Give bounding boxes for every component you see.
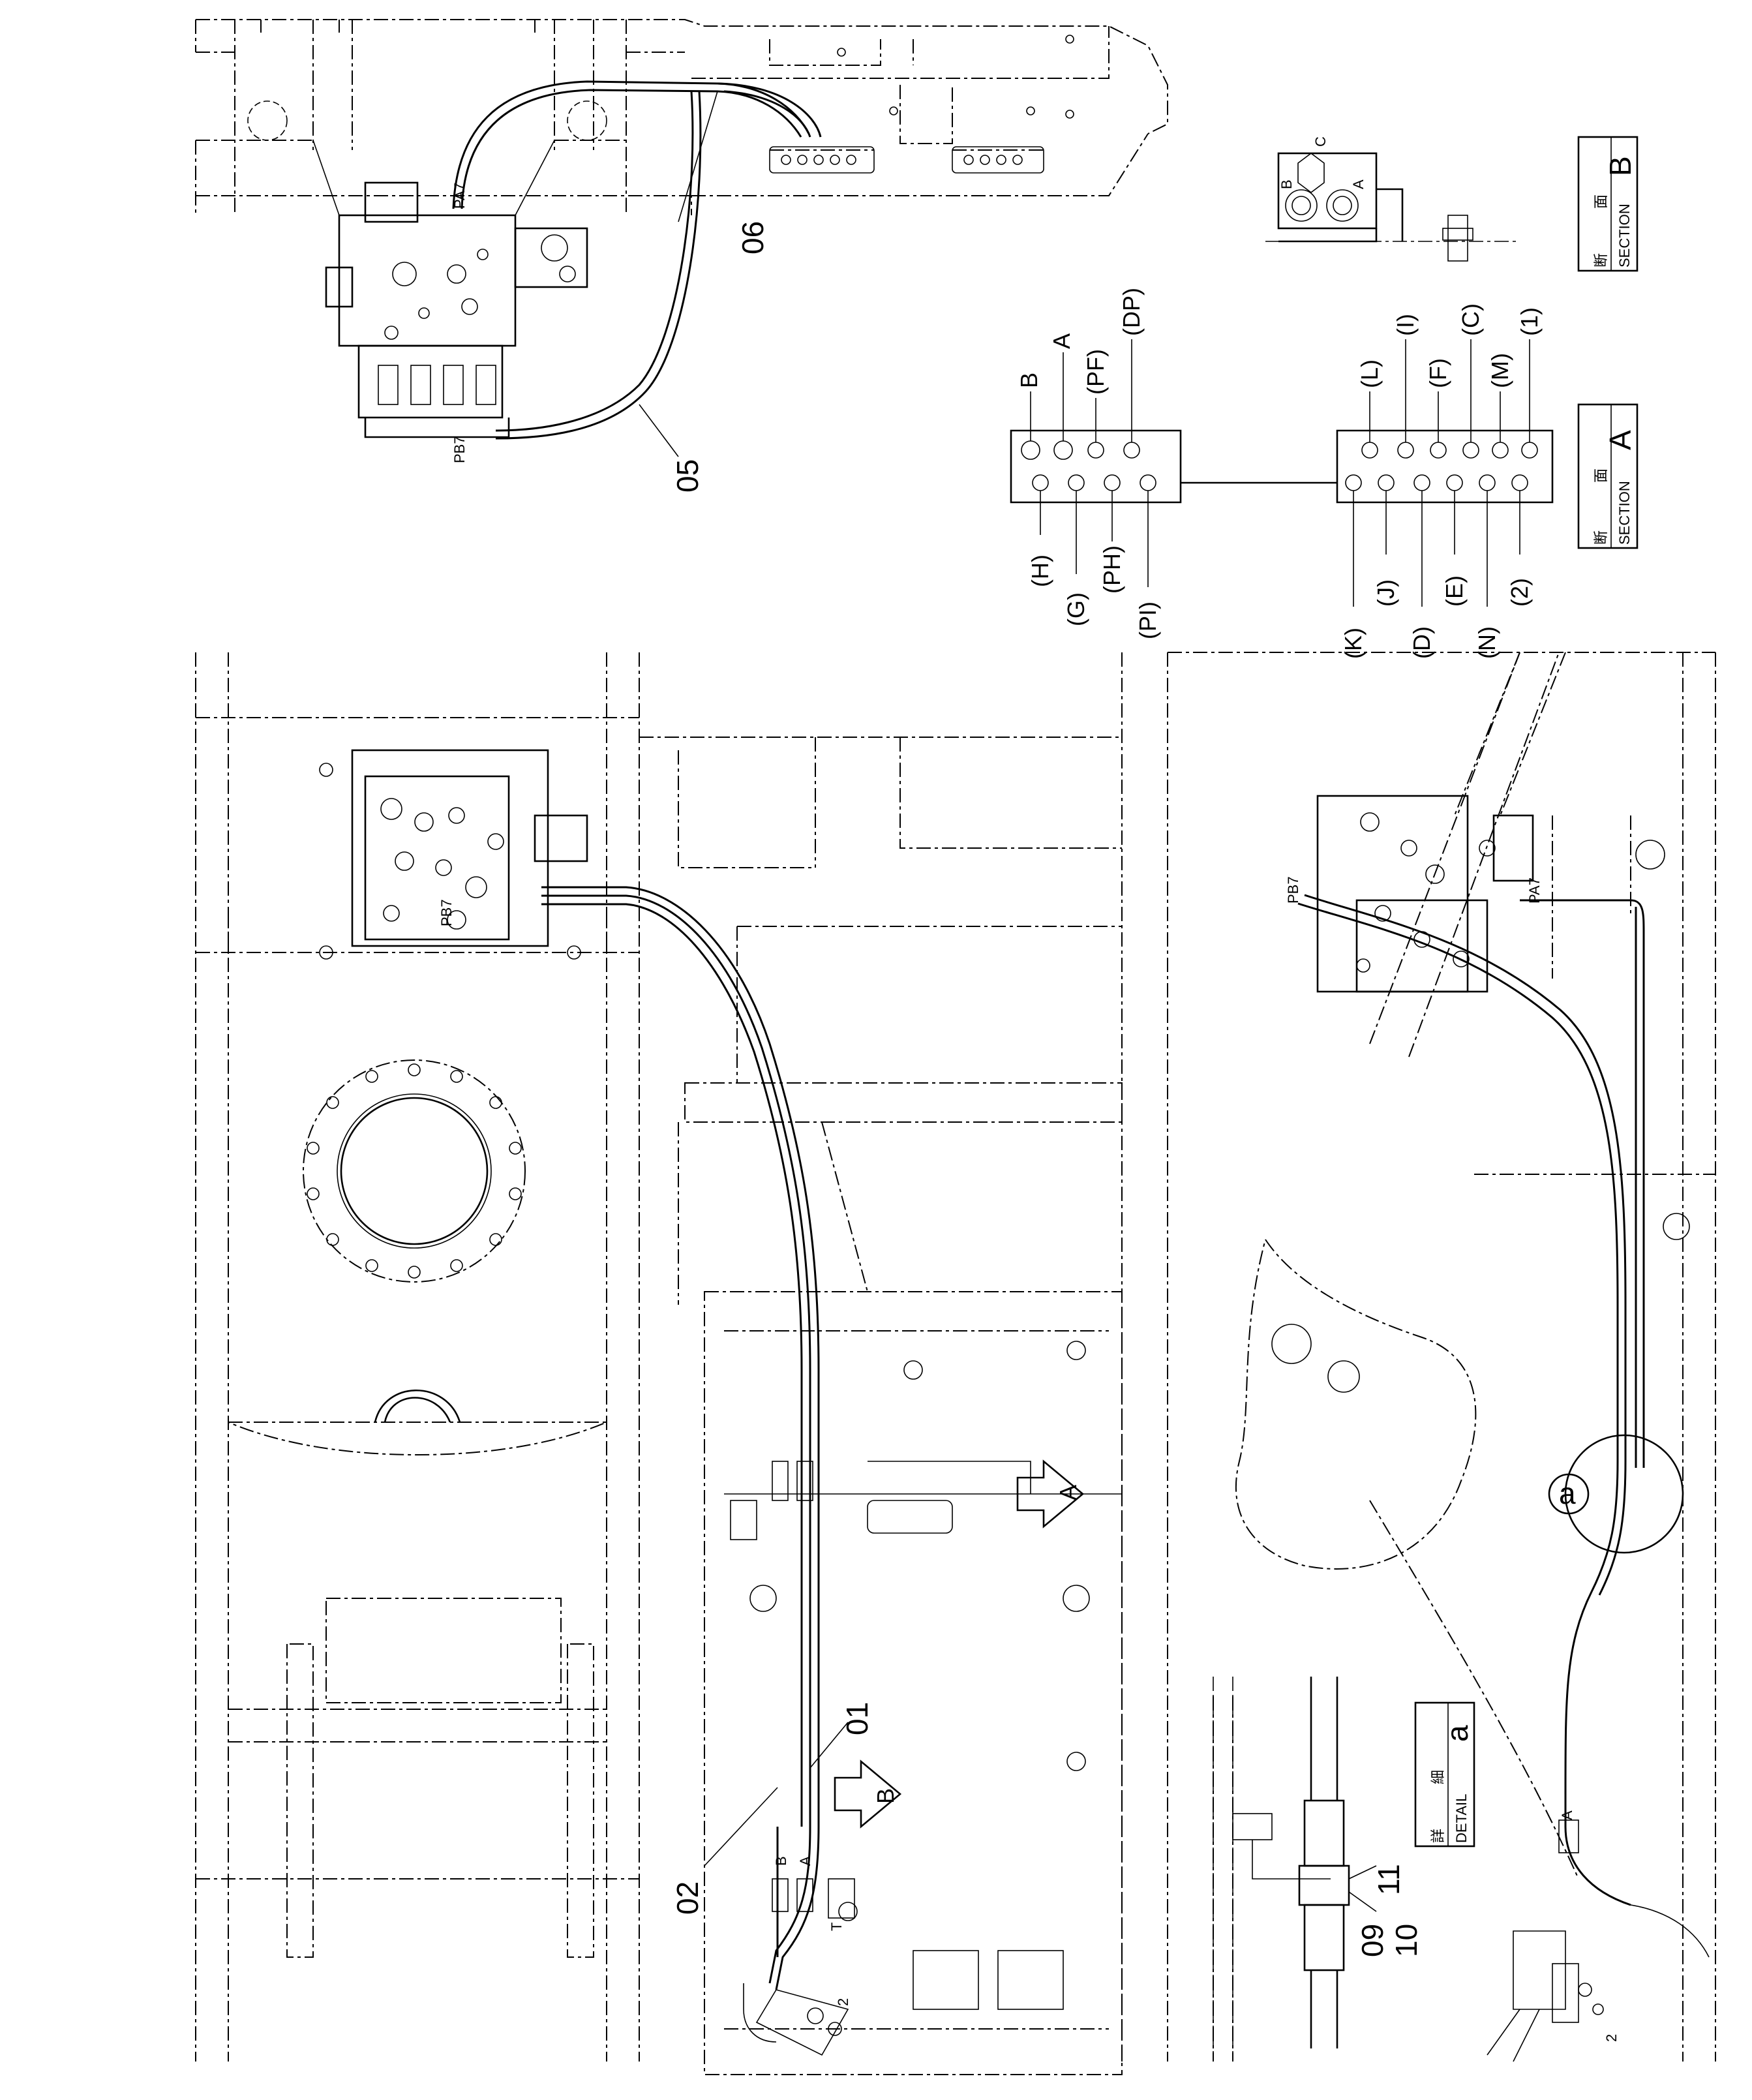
detail-a-title-box [1414, 1701, 1475, 1848]
section-a-port-i: (I) [1392, 314, 1419, 336]
section-a-port-a: A [1048, 333, 1075, 349]
plan-port-t: T [828, 1923, 845, 1931]
part-number-01: 01 [840, 1702, 874, 1735]
section-a-port-h: (H) [1027, 555, 1053, 587]
section-b-view: C B A 断 面 SECTION B [1265, 136, 1639, 272]
part-number-09: 09 [1355, 1924, 1389, 1957]
section-a-port-l: (L) [1356, 359, 1383, 388]
side-port-pa7: PA7 [1526, 877, 1543, 904]
section-b-kanji-2: 面 [1593, 194, 1609, 209]
section-b-port-b: B [1278, 179, 1295, 189]
section-a-port-d: (D) [1408, 626, 1435, 659]
plan-port-2: 2 [835, 1998, 851, 2006]
section-a-port-pi: (PI) [1134, 601, 1161, 639]
view-marker-a: A [1055, 1485, 1081, 1500]
section-a-port-f: (F) [1425, 358, 1451, 388]
side-port-a: A [1559, 1810, 1575, 1820]
section-b-letter: B [1603, 156, 1637, 176]
section-a-port-k: (K) [1340, 628, 1367, 659]
part-number-10: 10 [1389, 1924, 1423, 1957]
side-port-pb7: PB7 [1285, 876, 1301, 904]
main-plan-view: A B PB7 B A T 2 01 02 [195, 652, 1168, 2075]
part-number-11: 11 [1372, 1864, 1406, 1895]
section-a-kanji-2: 面 [1593, 468, 1609, 483]
section-a-word: SECTION [1616, 481, 1633, 545]
section-a-view: B A (PF) (DP) (H) (G) (PH) (PI) (L) (I) … [1010, 288, 1639, 659]
section-a-port-1: (1) [1516, 307, 1543, 336]
section-a-port-b: B [1016, 373, 1042, 388]
section-b-kanji-1: 断 [1593, 253, 1609, 267]
plan-port-a: A [797, 1856, 813, 1866]
section-a-port-c: (C) [1457, 303, 1484, 336]
section-a-port-e: (E) [1441, 575, 1468, 607]
detail-a-callout-letter: a [1559, 1476, 1576, 1510]
view-marker-b-arrow [834, 1759, 902, 1829]
section-a-port-dp: (DP) [1118, 288, 1145, 336]
plan-port-b: B [773, 1856, 789, 1866]
detail-a-letter: a [1440, 1725, 1474, 1742]
top-left-view: PA7 PB7 06 05 [195, 19, 1168, 493]
section-a-title-box [1577, 403, 1639, 549]
section-a-port-j: (J) [1372, 579, 1399, 607]
detail-a-callout [1548, 1473, 1590, 1515]
view-marker-a-arrow [1016, 1459, 1085, 1529]
view-marker-b: B [872, 1788, 899, 1804]
part-number-05: 05 [671, 459, 704, 493]
section-b-port-c: C [1312, 136, 1329, 147]
part-number-02: 02 [671, 1881, 704, 1915]
section-a-port-m: (M) [1487, 353, 1513, 388]
detail-a-word: DETAIL [1453, 1794, 1470, 1843]
detail-a-view: 詳 細 DETAIL a 11 09 10 [1213, 1677, 1475, 2062]
port-label-pb7: PB7 [451, 436, 468, 463]
section-a-port-pf: (PF) [1082, 349, 1109, 395]
section-b-title-box [1577, 136, 1639, 272]
detail-a-kanji-1: 詳 [1430, 1829, 1446, 1843]
section-a-port-2: (2) [1506, 578, 1533, 607]
part-number-06: 06 [736, 221, 770, 254]
section-b-port-a: A [1350, 179, 1367, 189]
detail-a-circle [1564, 1434, 1684, 1554]
section-a-port-n: (N) [1473, 626, 1500, 659]
port-label-pa7: PA7 [451, 183, 468, 209]
section-a-letter: A [1603, 430, 1637, 450]
section-a-port-ph: (PH) [1098, 545, 1125, 594]
section-a-port-g: (G) [1063, 592, 1089, 626]
detail-a-kanji-2: 細 [1430, 1770, 1446, 1784]
section-a-kanji-1: 断 [1593, 530, 1609, 545]
section-b-word: SECTION [1616, 204, 1633, 267]
plan-port-pb7: PB7 [438, 899, 455, 926]
side-port-2: 2 [1603, 2034, 1620, 2042]
